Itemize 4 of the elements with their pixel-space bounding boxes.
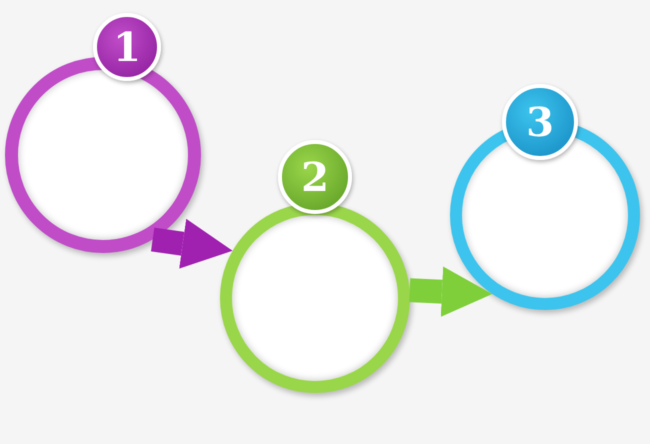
number-badge: 2: [278, 140, 352, 214]
arrow: [409, 266, 492, 317]
number-badge: 1: [93, 13, 161, 81]
arrow: [150, 218, 233, 269]
